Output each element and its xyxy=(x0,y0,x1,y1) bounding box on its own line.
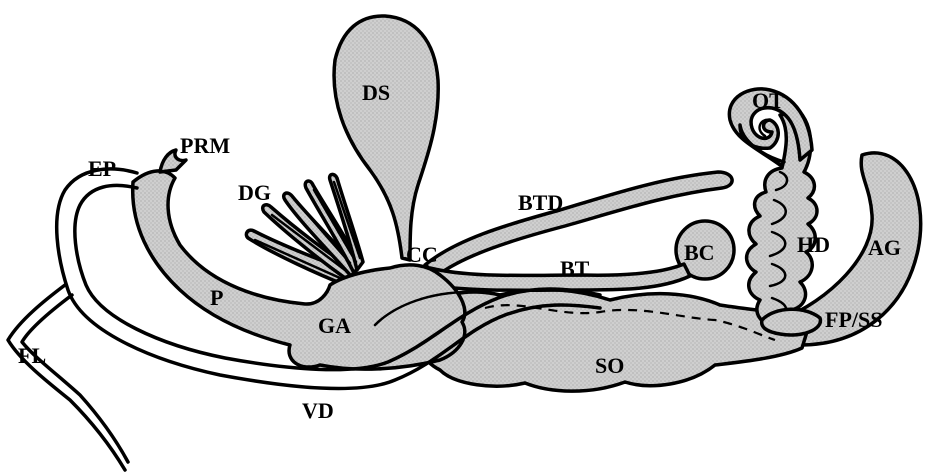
label-dg: DG xyxy=(238,180,271,205)
label-ds: DS xyxy=(362,80,390,105)
label-bc: BC xyxy=(684,240,715,265)
label-prm: PRM xyxy=(180,133,230,158)
label-bt: BT xyxy=(560,256,590,281)
label-btd: BTD xyxy=(518,190,563,215)
label-ep: EP xyxy=(88,156,116,181)
fertilization-pouch xyxy=(762,309,821,335)
label-cc: CC xyxy=(406,242,438,267)
label-vd: VD xyxy=(302,398,334,423)
label-p: P xyxy=(210,285,223,310)
flagellum-inner xyxy=(22,295,128,462)
label-ot: OT xyxy=(752,88,784,113)
label-fpss: FP/SS xyxy=(825,307,882,332)
label-fl: FL xyxy=(18,343,46,368)
label-ag: AG xyxy=(868,235,901,260)
label-ga: GA xyxy=(318,313,351,338)
label-hd: HD xyxy=(797,232,830,257)
label-so: SO xyxy=(595,353,624,378)
